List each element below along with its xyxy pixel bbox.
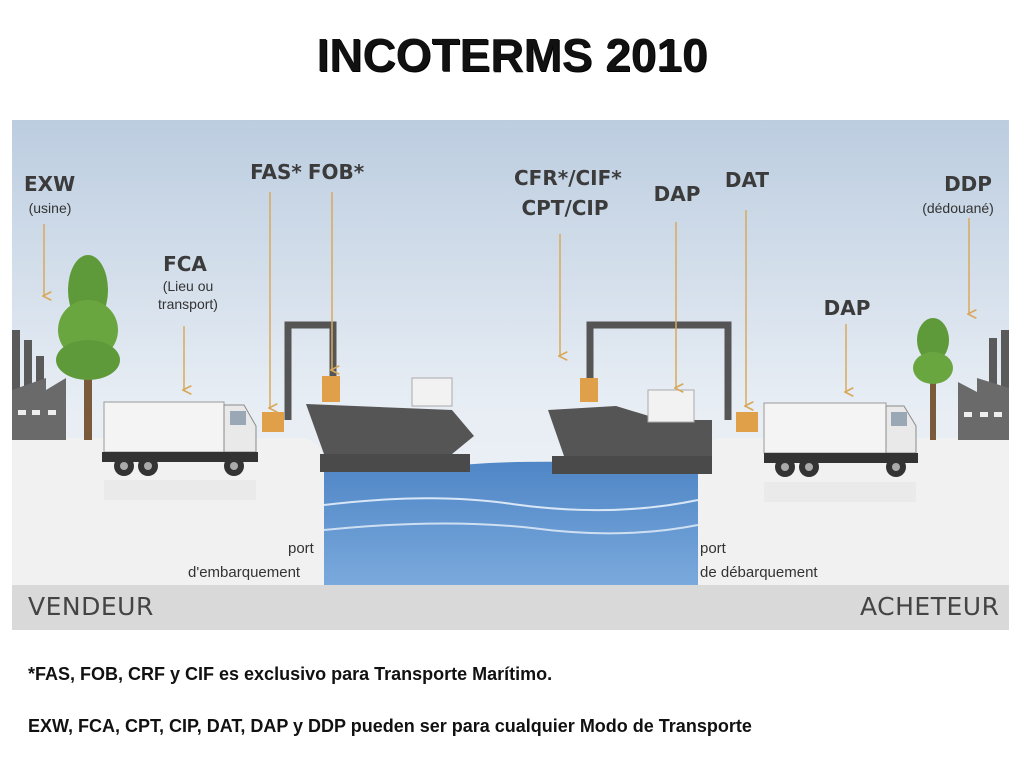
buyer-factory	[958, 330, 1009, 440]
arrows	[44, 192, 969, 408]
note-maritime: *FAS, FOB, CRF y CIF es exclusivo para T…	[28, 664, 553, 684]
label-buyer: ACHETEUR	[860, 592, 1000, 621]
page-title: INCOTERMS 2010	[316, 29, 708, 81]
label-seller: VENDEUR	[28, 592, 154, 621]
arrival-ship	[548, 389, 712, 474]
seller-truck	[102, 401, 258, 500]
cargo-box	[580, 378, 598, 402]
cargo-box	[736, 412, 758, 432]
label-cpt-cip: CPT/CIP	[521, 196, 609, 220]
label-dat: DAT	[724, 168, 770, 192]
buyer-quay	[698, 438, 1009, 585]
water	[324, 461, 698, 585]
label-cfr-cif: CFR*/CIF*	[514, 166, 622, 190]
seller-crane	[284, 321, 337, 420]
seller-factory	[12, 330, 66, 440]
buyer-tree	[913, 318, 953, 440]
buyer-crane	[586, 321, 732, 420]
label-fca-sub1: (Lieu ou	[162, 278, 214, 294]
label-fca-sub2: transport)	[158, 296, 218, 312]
incoterms-diagram: EXW (usine) FCA (Lieu ou transport) FAS*…	[12, 120, 1009, 630]
diagram-illustration	[12, 120, 1009, 630]
cargo-box	[262, 412, 284, 432]
label-fob: FOB*	[307, 160, 365, 184]
label-port-arrival-1: port	[700, 540, 726, 557]
label-ddp-sub: (dédouané)	[922, 200, 994, 216]
label-ddp: DDP	[944, 172, 992, 196]
seller-tree	[56, 255, 120, 440]
buyer-truck	[763, 402, 918, 502]
note-any-mode: EXW, FCA, CPT, CIP, DAT, DAP y DDP puede…	[28, 716, 752, 736]
label-fas: FAS*	[250, 160, 302, 184]
label-exw: EXW	[24, 172, 76, 196]
departure-ship	[306, 377, 474, 472]
label-port-departure-1: port	[288, 540, 314, 557]
label-dap-low: DAP	[823, 296, 871, 320]
label-exw-sub: (usine)	[28, 200, 72, 216]
label-fca: FCA	[163, 252, 207, 276]
label-dap-top: DAP	[653, 182, 701, 206]
cargo-box	[322, 376, 340, 402]
label-port-departure-2: d'embarquement	[188, 564, 301, 581]
label-port-arrival-2: de débarquement	[700, 564, 818, 581]
bottom-band	[12, 585, 1009, 630]
seller-quay	[12, 438, 324, 585]
